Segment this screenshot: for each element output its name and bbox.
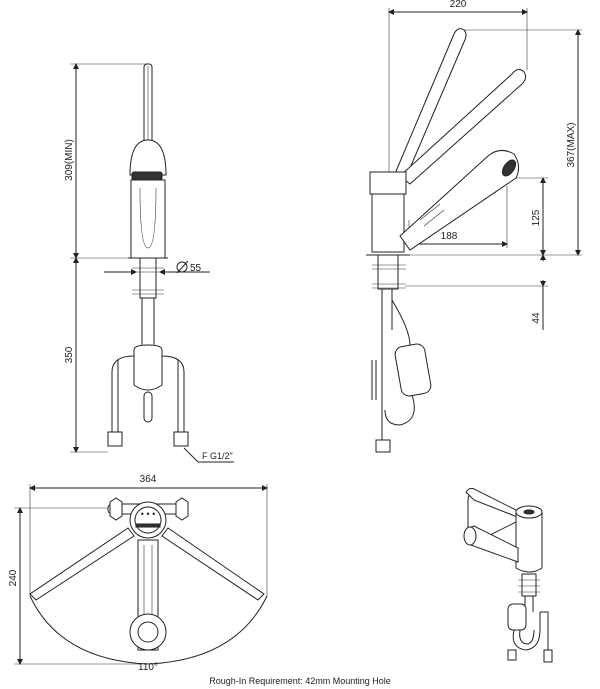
front-rough-in-label: 350 xyxy=(64,346,75,363)
faucet-body xyxy=(130,179,166,259)
left-inlet-connector xyxy=(107,431,123,447)
inlet-thread-label: F G1/2" xyxy=(202,451,233,461)
swivel-angle-label: 110° xyxy=(138,662,158,673)
side-view: 220 367(MAX) 125 44 188 xyxy=(366,0,582,453)
hose-weight xyxy=(394,343,432,397)
spout-swung-left xyxy=(29,527,135,601)
side-width-label: 220 xyxy=(450,0,467,10)
pull-out-spout xyxy=(399,150,520,251)
front-height-label: 309(MIN) xyxy=(64,139,75,181)
right-inlet-connector xyxy=(173,431,189,447)
lever-end-left xyxy=(109,497,123,521)
thermostatic-valve xyxy=(133,344,163,391)
side-height-label: 367(MAX) xyxy=(566,122,577,167)
top-view: 364 240 110° • • • xyxy=(8,474,268,673)
spout-swung-right xyxy=(161,527,265,601)
side-inlet-connector xyxy=(375,439,391,453)
hole-diameter-label: 55 xyxy=(190,263,202,274)
faucet-head xyxy=(129,139,167,176)
iso-valve xyxy=(507,603,527,631)
rough-in-caption: Rough-In Requirement: 42mm Mounting Hole xyxy=(209,676,391,686)
isometric-view xyxy=(463,487,553,663)
faucet-body-side xyxy=(371,193,405,253)
swivel-arc xyxy=(29,595,268,665)
diameter-symbol xyxy=(176,261,188,273)
svg-text:• • •: • • • xyxy=(141,509,155,519)
underside-label: 44 xyxy=(531,312,542,324)
top-depth-label: 240 xyxy=(8,569,19,586)
lever-handle-lowered xyxy=(399,68,527,185)
cartridge-cap xyxy=(131,171,163,181)
spout-height-label: 125 xyxy=(531,209,542,226)
spray-head xyxy=(501,159,517,177)
lever-end-right xyxy=(175,497,189,521)
front-view: 309(MIN) 350 55 xyxy=(64,63,234,463)
faucet-head-side xyxy=(369,171,407,195)
spout-reach-label: 188 xyxy=(441,231,458,242)
lever-handle-raised xyxy=(393,28,467,183)
mounting-shank xyxy=(139,257,157,299)
top-width-label: 364 xyxy=(140,474,157,485)
